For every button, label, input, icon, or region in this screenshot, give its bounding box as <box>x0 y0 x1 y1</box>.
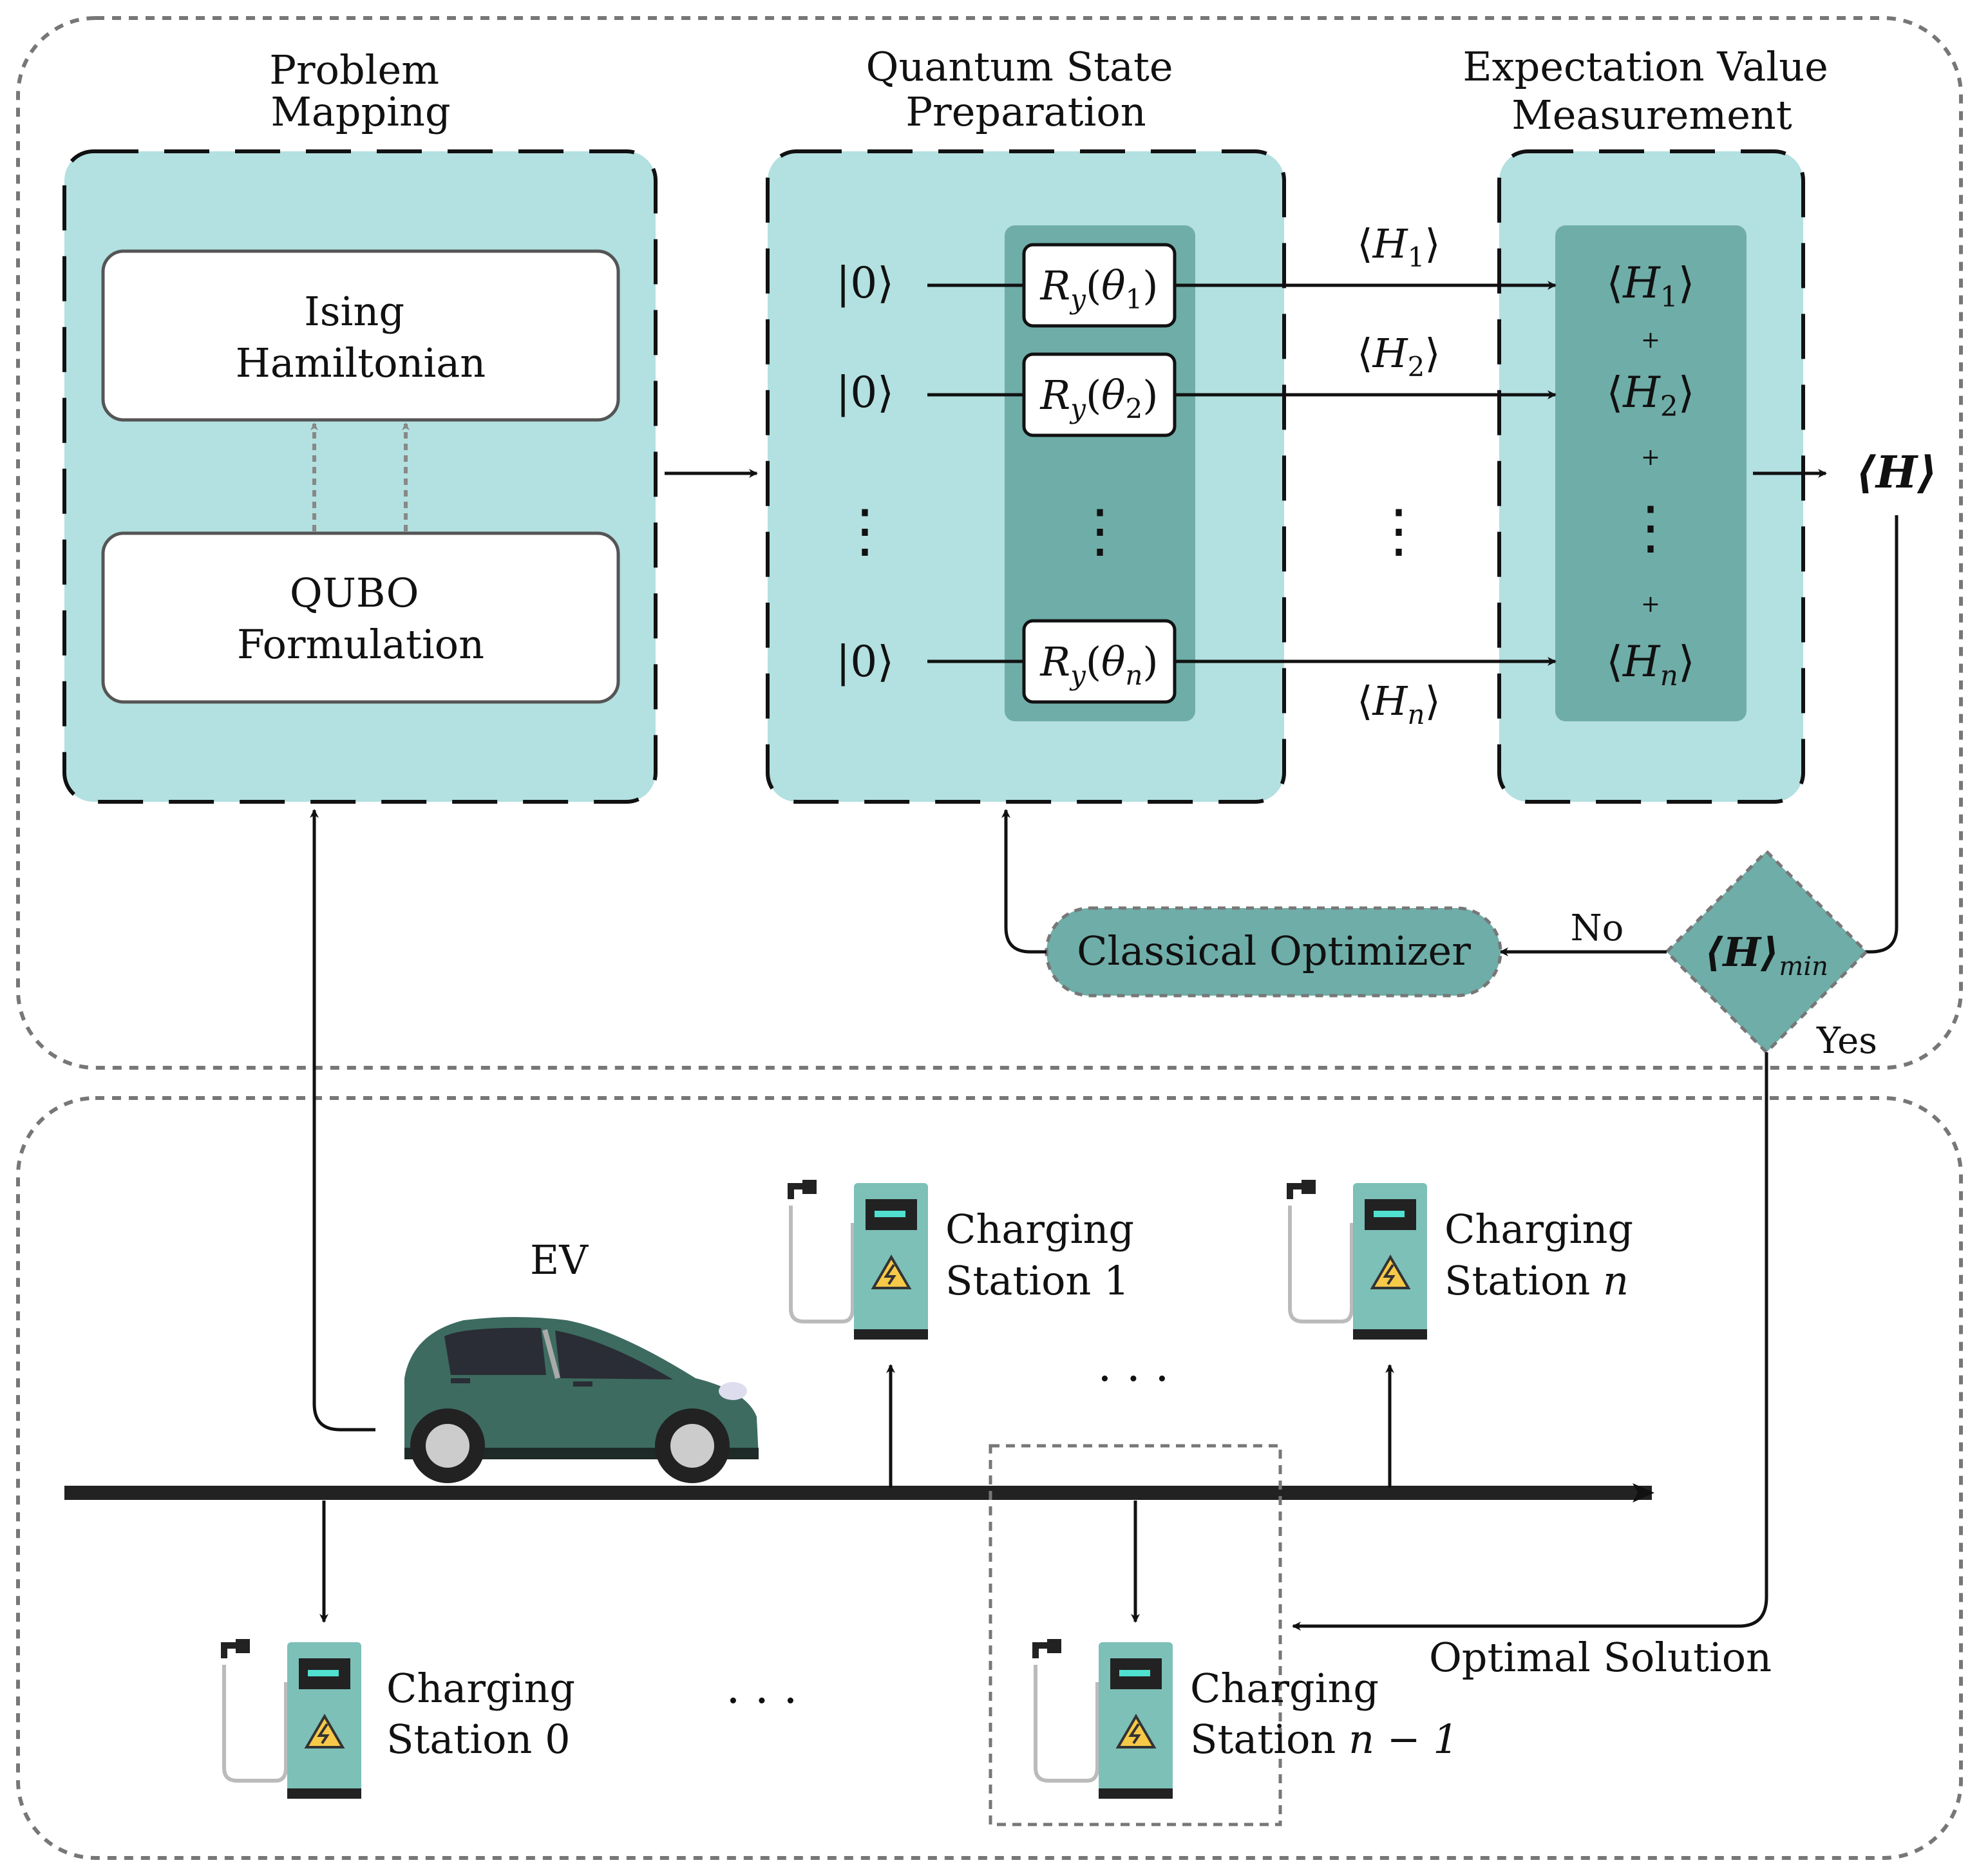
ising-line2: Hamiltonian <box>236 339 486 386</box>
stage-title-prep-line1: Quantum State <box>866 43 1173 90</box>
qubo-label: QUBO Formulation <box>237 569 484 668</box>
svg-text:Ry(θ2): Ry(θ2) <box>1040 372 1159 424</box>
road-region-border <box>16 1096 1963 1860</box>
stage-title-meas-line1: Expectation Value <box>1463 43 1828 90</box>
gate-ry-2: Ry(θ2) <box>1022 352 1177 437</box>
decision-diamond <box>1664 849 1869 1055</box>
svg-text:Ry(θn): Ry(θn) <box>1039 638 1158 691</box>
stage-title-state-prep: Quantum State Preparation <box>866 43 1186 135</box>
gate-2-sub: y <box>1069 393 1086 424</box>
stage-title-problem-line2: Mapping <box>270 88 450 135</box>
gate-1-argsub: 1 <box>1126 283 1143 315</box>
ising-box <box>101 249 620 422</box>
gate-n-arg: θ <box>1101 638 1125 685</box>
classical-optimizer-label: Classical Optimizer <box>1077 927 1471 974</box>
station-1-icon <box>791 1180 928 1340</box>
sum-hn: ⟨Hn⟩ <box>1606 637 1694 692</box>
optimizer-to-prep-arrow <box>1001 809 1046 954</box>
sum-plus-1: + <box>1641 327 1660 354</box>
quantum-region-border <box>16 16 1963 1070</box>
qubo-box <box>101 531 620 704</box>
wire-label-h1: ⟨H1⟩ <box>1357 220 1440 273</box>
station-n-minus-1-icon <box>1036 1639 1173 1799</box>
yes-branch-arrow <box>1292 1052 1768 1631</box>
ket-n: |0⟩ <box>836 637 894 687</box>
ket-2: |0⟩ <box>836 368 894 417</box>
ev-label: EV <box>530 1236 589 1284</box>
svg-text:Ry(θ1): Ry(θ1) <box>1040 262 1159 315</box>
ket-ellipsis: ⋮ <box>836 497 894 565</box>
upper-stations-ellipsis: · · · <box>1097 1352 1169 1405</box>
yes-label: Yes <box>1816 1020 1877 1062</box>
sum-h1: ⟨H1⟩ <box>1606 258 1694 314</box>
sum-plus-2: + <box>1641 444 1660 471</box>
stage-title-meas-line2: Measurement <box>1511 91 1792 138</box>
stage-title-problem-mapping: Problem Mapping <box>269 46 451 135</box>
wire-ellipsis: ⋮ <box>1370 497 1428 565</box>
wire-label-h2: ⟨H2⟩ <box>1357 330 1440 383</box>
optimal-solution-label: Optimal Solution <box>1429 1634 1772 1681</box>
no-label: No <box>1571 907 1624 949</box>
h-expectation: ⟨H⟩ <box>1856 447 1937 498</box>
sum-h2: ⟨H2⟩ <box>1606 368 1694 423</box>
ising-line1: Ising <box>304 288 404 335</box>
ket-1: |0⟩ <box>836 258 894 308</box>
station-n-icon <box>1290 1180 1427 1340</box>
station-0-icon <box>224 1639 361 1799</box>
lower-stations-ellipsis: · · · <box>726 1674 797 1727</box>
ev-car-icon <box>404 1317 759 1483</box>
gate-1-main: R <box>1040 262 1071 309</box>
gate-2-arg: θ <box>1101 372 1125 419</box>
h-to-decision-line <box>1864 515 1899 954</box>
station-n-label: Charging Station n <box>1444 1206 1646 1304</box>
sum-ellipsis: ⋮ <box>1622 494 1680 562</box>
gate-ry-1: Ry(θ1) <box>1022 243 1177 328</box>
gate-n-sub: y <box>1069 659 1086 691</box>
gate-ellipsis: ⋮ <box>1071 497 1129 565</box>
stage-title-problem-line1: Problem <box>269 46 439 93</box>
station-1-label: Charging Station 1 <box>945 1206 1147 1304</box>
gate-ry-n: Ry(θn) <box>1022 619 1177 704</box>
optimal-station-highlight <box>989 1444 1282 1826</box>
sum-plus-3: + <box>1641 591 1660 618</box>
station-0-label: Charging Station 0 <box>386 1665 588 1763</box>
gate-1-arg: θ <box>1101 262 1125 309</box>
gate-2-argsub: 2 <box>1126 393 1143 424</box>
ising-label: Ising Hamiltonian <box>236 288 486 386</box>
problem-mapping-panel <box>62 149 658 804</box>
gate-column <box>1005 225 1195 721</box>
decision-label: ⟨H⟩min <box>1705 929 1828 981</box>
stage-title-measurement: Expectation Value Measurement <box>1463 43 1841 138</box>
sum-column <box>1555 225 1747 721</box>
wire-label-hn: ⟨Hn⟩ <box>1357 677 1441 730</box>
stage-title-prep-line2: Preparation <box>905 88 1146 135</box>
ev-to-mapping-arrow <box>310 809 375 1432</box>
gate-n-argsub: n <box>1125 659 1142 691</box>
qubo-line1: QUBO <box>290 569 419 616</box>
gate-1-sub: y <box>1069 283 1086 315</box>
station-n-minus-1-label: Charging Station n − 1 <box>1190 1665 1459 1763</box>
gate-2-main: R <box>1040 372 1071 419</box>
gate-n-main: R <box>1039 638 1070 685</box>
qubo-line2: Formulation <box>237 621 484 668</box>
